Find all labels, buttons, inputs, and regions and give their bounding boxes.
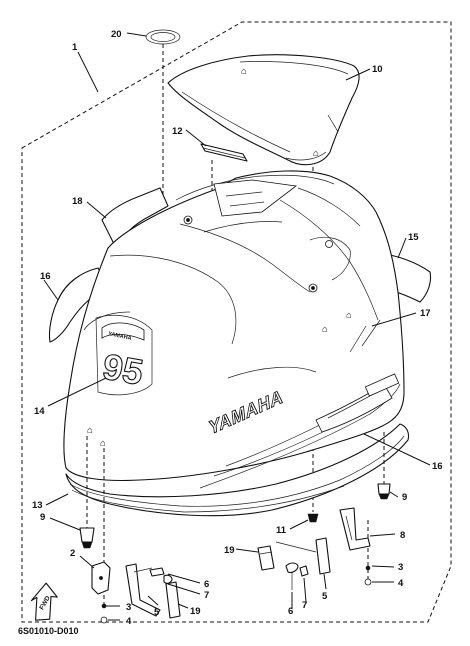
callout-7-right: 7 bbox=[302, 600, 307, 611]
part-11-nut bbox=[307, 513, 319, 523]
callout-9-right: 9 bbox=[402, 492, 407, 503]
callout-1: 1 bbox=[72, 42, 78, 53]
callout-12: 12 bbox=[172, 126, 183, 137]
part-9-grommet-right bbox=[377, 483, 391, 500]
callout-numbers: 1 20 10 12 18 16 15 17 14 16 13 9 9 11 8… bbox=[32, 29, 443, 627]
callout-6-right: 6 bbox=[288, 606, 293, 617]
main-cowling: ⌂ ⌂ ⌂ ⌂ bbox=[63, 170, 405, 489]
callout-11: 11 bbox=[276, 525, 287, 536]
part-13-bottom-seal bbox=[65, 423, 410, 517]
svg-text:⌂: ⌂ bbox=[313, 148, 319, 159]
fwd-direction-arrow: FWD bbox=[30, 582, 58, 621]
assembly-boundary bbox=[21, 21, 452, 623]
callout-20: 20 bbox=[111, 29, 122, 40]
callout-13: 13 bbox=[32, 500, 43, 511]
svg-text:⌂: ⌂ bbox=[322, 324, 328, 335]
part-14-model-emblem: YAMAHA 95 bbox=[99, 322, 147, 393]
svg-text:⌂: ⌂ bbox=[87, 425, 93, 436]
callout-8: 8 bbox=[400, 530, 405, 541]
left-bracket-assembly bbox=[91, 561, 181, 624]
callout-14: 14 bbox=[34, 406, 45, 417]
callout-3-left: 3 bbox=[126, 602, 131, 613]
leader-lines bbox=[43, 32, 431, 621]
svg-text:⌂: ⌂ bbox=[241, 66, 247, 77]
callout-18: 18 bbox=[72, 196, 83, 207]
callout-5-left: 5 bbox=[154, 607, 160, 618]
part-9-grommet-left bbox=[79, 527, 95, 549]
callout-3-right: 3 bbox=[398, 562, 403, 573]
callout-2: 2 bbox=[70, 548, 75, 559]
callout-4-left: 4 bbox=[126, 616, 132, 627]
right-bracket-assembly bbox=[257, 507, 372, 590]
drawing-code: 6S01010-D010 bbox=[18, 626, 79, 636]
callout-10: 10 bbox=[372, 64, 383, 75]
callout-19-right: 19 bbox=[224, 545, 235, 556]
callout-19-left: 19 bbox=[190, 606, 201, 617]
callout-9-left: 9 bbox=[40, 512, 45, 523]
callout-7-left: 7 bbox=[204, 590, 209, 601]
part-10-top-cover: ⌂ ⌂ bbox=[167, 54, 360, 166]
svg-text:⌂: ⌂ bbox=[346, 310, 352, 321]
emblem-model-number: 95 bbox=[100, 346, 147, 393]
callout-5-right: 5 bbox=[322, 591, 328, 602]
callout-17: 17 bbox=[420, 308, 431, 319]
callout-4-right: 4 bbox=[398, 578, 404, 589]
callout-16-lower: 16 bbox=[432, 461, 443, 472]
callout-6-left: 6 bbox=[204, 579, 209, 590]
callout-16-upper: 16 bbox=[40, 271, 51, 282]
emblem-brand-lettering: YAMAHA bbox=[108, 331, 132, 342]
part-12-seal bbox=[200, 143, 248, 162]
svg-text:⌂: ⌂ bbox=[100, 438, 106, 449]
callout-15: 15 bbox=[408, 232, 419, 243]
